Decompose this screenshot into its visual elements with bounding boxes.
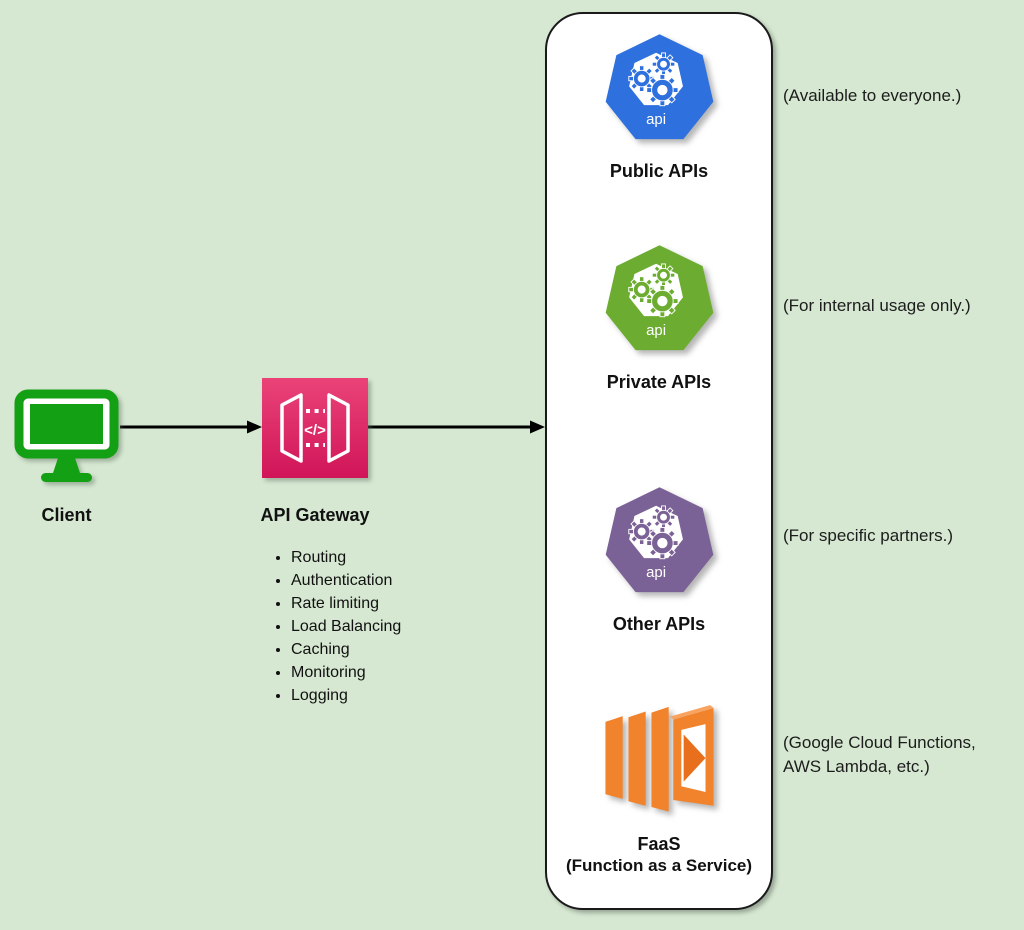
gateway-feature-item: Monitoring xyxy=(291,661,485,684)
gear-icon xyxy=(645,526,678,560)
gateway-feature-item: Caching xyxy=(291,638,485,661)
left-bracket-panel xyxy=(280,393,303,463)
monitor-neck xyxy=(53,458,80,473)
gateway-feature-item: Logging xyxy=(291,684,485,707)
faas-annotation: (Google Cloud Functions, AWS Lambda, etc… xyxy=(783,733,976,776)
code-glyph: </> xyxy=(304,422,326,439)
gateway-feature-item: Rate limiting xyxy=(291,592,485,615)
play-triangle-icon xyxy=(683,734,705,782)
arrow-client-to-gateway xyxy=(120,420,262,434)
api-badge-text: api xyxy=(646,322,666,339)
lambda-frame-top xyxy=(669,705,714,720)
public-apis-icon: api xyxy=(605,34,713,140)
public-apis-label: Public APIs xyxy=(609,161,709,181)
gear-icon xyxy=(627,276,655,303)
faas-item: FaaS (Function as a Service) xyxy=(547,700,771,877)
api-badge-text: api xyxy=(646,111,666,128)
gear-icon xyxy=(627,518,655,545)
gateway-feature-item: Authentication xyxy=(291,569,485,592)
other-apis-annotation: (For specific partners.) xyxy=(783,526,954,545)
api-badge-text: api xyxy=(646,564,666,581)
faas-sublabel: (Function as a Service) xyxy=(565,856,753,875)
apis-panel: api Public APIs ap xyxy=(545,12,773,910)
private-apis-label: Private APIs xyxy=(606,372,712,392)
gear-icon xyxy=(645,284,678,318)
other-apis-label: Other APIs xyxy=(612,614,706,634)
gateway-feature-item: Load Balancing xyxy=(291,615,485,638)
private-apis-item: api Private APIs xyxy=(547,243,771,393)
monitor-screen xyxy=(30,404,103,444)
gear-icon xyxy=(651,263,675,287)
faas-label: FaaS xyxy=(637,834,681,854)
client-label: Client xyxy=(41,505,92,525)
api-gateway-icon: </> xyxy=(262,378,368,478)
private-apis-annotation: (For internal usage only.) xyxy=(783,296,971,315)
gateway-feature-item: Routing xyxy=(291,546,485,569)
faas-lambda-icon xyxy=(604,705,714,812)
arrow-gateway-to-apis xyxy=(368,420,545,434)
gear-icon xyxy=(645,73,678,107)
code-brackets-icon: </> xyxy=(280,393,350,463)
gear-icon xyxy=(651,52,675,76)
gear-icon xyxy=(651,505,675,529)
right-bracket-panel xyxy=(327,393,350,463)
client-monitor-icon xyxy=(14,389,119,482)
monitor-base xyxy=(41,473,92,482)
other-apis-icon: api xyxy=(605,487,713,593)
public-apis-annotation: (Available to everyone.) xyxy=(783,86,962,105)
private-apis-icon: api xyxy=(605,245,713,351)
gateway-features-list: Routing Authentication Rate limiting Loa… xyxy=(275,546,485,707)
other-apis-item: api Other APIs xyxy=(547,485,771,635)
api-gateway-label: API Gateway xyxy=(260,505,370,525)
public-apis-item: api Public APIs xyxy=(547,32,771,182)
